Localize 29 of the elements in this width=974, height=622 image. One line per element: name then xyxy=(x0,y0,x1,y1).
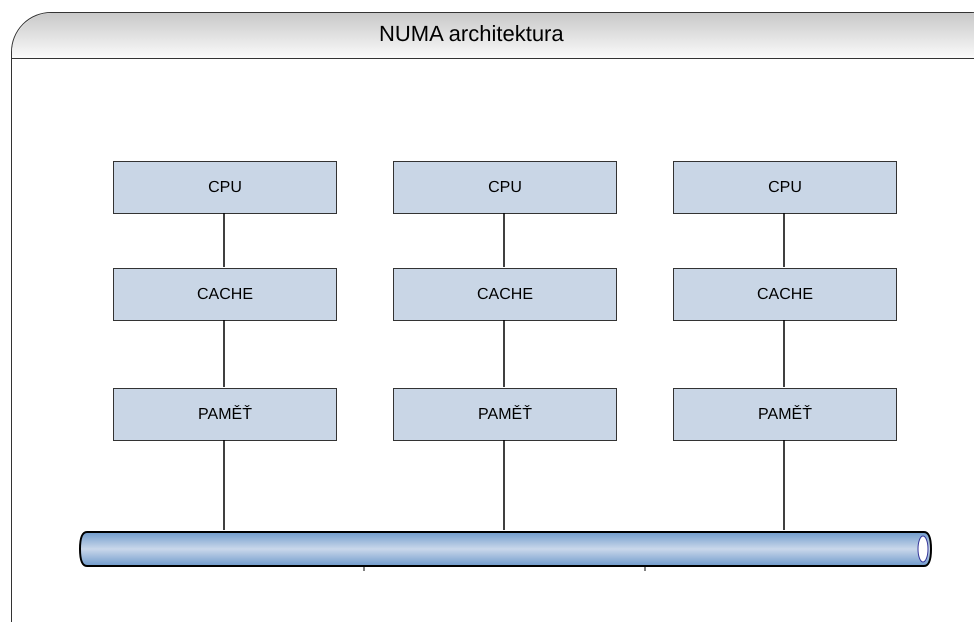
box-label: PAMĚŤ xyxy=(198,404,252,424)
connector-line xyxy=(223,440,225,530)
connector-line xyxy=(503,320,505,387)
component-box xyxy=(673,268,897,321)
component-box xyxy=(113,388,337,441)
connector-line xyxy=(783,440,785,530)
box-label: PAMĚŤ xyxy=(758,404,812,424)
frame-title: NUMA architektura xyxy=(379,20,564,48)
connector-line xyxy=(783,320,785,387)
component-box xyxy=(393,268,617,321)
connector-line xyxy=(223,213,225,267)
box-label: CPU xyxy=(488,178,522,198)
box-label: CACHE xyxy=(196,284,253,304)
box-label: CPU xyxy=(208,178,242,198)
component-box xyxy=(113,161,337,214)
box-label: CACHE xyxy=(476,284,533,304)
component-box xyxy=(393,161,617,214)
component-box xyxy=(673,388,897,441)
connector-line xyxy=(503,440,505,530)
box-label: CPU xyxy=(768,178,802,198)
connector-line xyxy=(503,213,505,267)
diagram-frame xyxy=(11,12,974,622)
box-label: PAMĚŤ xyxy=(478,404,532,424)
connector-line xyxy=(783,213,785,267)
box-label: CACHE xyxy=(756,284,813,304)
connector-line xyxy=(223,320,225,387)
component-box xyxy=(113,268,337,321)
component-box xyxy=(393,388,617,441)
component-box xyxy=(673,161,897,214)
